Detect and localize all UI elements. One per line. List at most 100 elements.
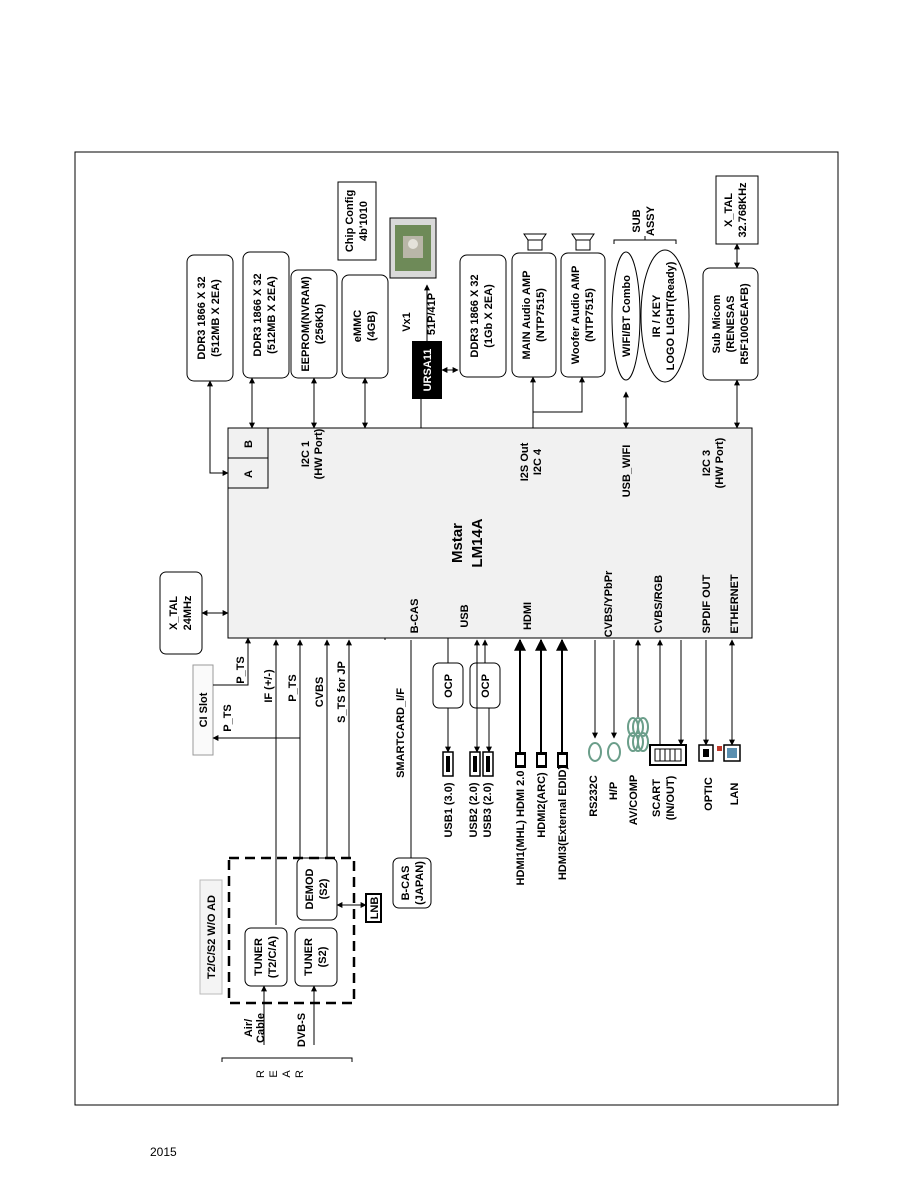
woofer-audio-amp-label: Woofer Audio AMP	[570, 266, 582, 365]
main-chip-name: Mstar	[449, 523, 466, 563]
bcas-japan	[392, 857, 432, 909]
label-i2c1: I2C 1	[300, 441, 312, 467]
hdmi1-label: HDMI1(MHL) HDMI 2.0	[515, 771, 527, 886]
tuner-module-title	[199, 879, 223, 995]
if-label: IF (+/-)	[263, 669, 275, 703]
emmc	[341, 274, 389, 379]
label-bcas: B-CAS	[409, 599, 421, 634]
scart-inout-label: (IN/OUT)	[665, 775, 677, 820]
vx1-pins: 51P/41P	[426, 293, 438, 335]
p-ts-label-3: P_TS	[287, 674, 299, 702]
label-cvbs-rgb: CVBS/RGB	[653, 575, 665, 633]
hdmi2-label: HDMI2(ARC)	[536, 772, 548, 838]
chip-config	[337, 181, 377, 261]
dvbs-label: DVB-S	[296, 1013, 308, 1047]
label-hdmi: HDMI	[522, 602, 534, 630]
rear-letter: R	[255, 1070, 267, 1078]
ddr-b-label: DDR3 1866 X 32	[252, 273, 264, 356]
smartcard-label: SMARTCARD_I/F	[395, 688, 407, 778]
tuner-t2ca-type: (T2/C/A)	[267, 936, 279, 979]
s-ts-label: S_TS for JP	[336, 661, 348, 723]
av-comp-jacks-icon	[627, 717, 649, 752]
demod-s2	[296, 857, 338, 921]
speaker-icon	[571, 233, 595, 251]
usb3-label: USB3 (2.0)	[482, 782, 494, 837]
hp-label: H/P	[608, 782, 620, 800]
ddr-b	[242, 251, 290, 379]
woofer-audio-amp	[560, 252, 606, 378]
xtal-24mhz-label: X_TAL	[168, 596, 180, 630]
demod-s2-type: (S2)	[318, 878, 330, 899]
rear-letter: A	[281, 1070, 293, 1078]
tuner-s2-type: (S2)	[317, 946, 329, 967]
label-i2c3-hw: (HW Port)	[714, 437, 726, 488]
xtal-32khz-freq: 32.768KHz	[737, 182, 749, 238]
ir-key-label: IR / KEY	[651, 294, 663, 337]
demod-s2-label: DEMOD	[304, 868, 316, 909]
ursa11-label: URSA11	[422, 349, 434, 392]
usb1-label: USB1 (3.0)	[443, 782, 455, 837]
xtal-24mhz-freq: 24MHz	[182, 595, 194, 630]
sub-micom-label: Sub Micom	[711, 294, 723, 353]
label-usb: USB	[459, 604, 471, 627]
avcomp-label: AV/COMP	[628, 775, 640, 826]
rs232c-jack-icon	[588, 742, 602, 762]
ddr-ursa-label: DDR3 1866 X 32	[469, 274, 481, 357]
ocp-2-label: OCP	[480, 674, 492, 698]
xtal-32khz-label: X_TAL	[723, 193, 735, 227]
usb-port-icon	[442, 751, 454, 777]
scart-label: SCART	[651, 779, 663, 817]
label-i2c3: I2C 3	[701, 450, 713, 476]
speaker-icon	[523, 233, 547, 251]
lan-label: LAN	[729, 783, 741, 806]
sub-assy-label-2: ASSY	[645, 205, 657, 236]
tuner-t2ca-label: TUNER	[253, 938, 265, 976]
tuner-module	[227, 856, 356, 1005]
rear-letter: R	[294, 1070, 306, 1078]
bcas-japan-label: B-CAS	[400, 866, 412, 901]
lnb-label: LNB	[369, 897, 381, 920]
scart-connector-icon	[649, 744, 687, 766]
lnb	[365, 893, 382, 923]
rs232c-label: RS232C	[588, 775, 600, 817]
ddr-b-size: (512MB X 2EA)	[266, 276, 278, 354]
emmc-size: (4GB)	[366, 311, 378, 341]
ddr-ursa-size: (1Gb X 2EA)	[483, 284, 495, 348]
label-cvbs-ypbpr: CVBS/YPbPr	[603, 570, 615, 637]
main-chip	[227, 427, 753, 639]
p-ts-label-2: P_TS	[222, 704, 234, 732]
label-i2c4: I2C 4	[532, 448, 544, 475]
wifi-bt-combo	[611, 251, 641, 381]
sub-micom-part: R5F100GEAFB)	[739, 283, 751, 365]
optic-port-icon	[698, 744, 714, 762]
sub-assy-label: SUB	[631, 209, 643, 232]
chip-config-value: 4b'1010	[358, 201, 370, 241]
air-cable-label: Air/	[243, 1019, 255, 1037]
label-ethernet: ETHERNET	[729, 574, 741, 634]
main-audio-amp-label: MAIN Audio AMP	[521, 270, 533, 359]
main-chip-model: LM14A	[469, 518, 486, 567]
tuner-module-label: T2/C/S2 W/O AD	[206, 895, 218, 979]
label-spdif: SPDIF OUT	[701, 574, 713, 633]
label-usb-wifi: USB_WIFI	[621, 445, 633, 498]
eeprom-size: (256Kb)	[314, 303, 326, 344]
chip-config-label: Chip Config	[344, 190, 356, 252]
tuner-t2ca	[244, 927, 288, 987]
p-ts-label-1: P_TS	[235, 656, 247, 684]
usb-port-icon	[482, 751, 494, 777]
usb-port-icon	[469, 751, 481, 777]
port-a-label: A	[243, 470, 255, 478]
rear-bracket	[221, 1057, 353, 1062]
sub-micom-maker: (RENESAS	[725, 296, 737, 353]
xtal-24mhz	[159, 571, 203, 655]
diagram-frame	[74, 151, 839, 1106]
ddr-a-size: (512MB X 2EA)	[210, 279, 222, 357]
logo-light-label: LOGO LIGHT(Ready)	[665, 261, 677, 370]
label-i2c1-hw: (HW Port)	[313, 428, 325, 479]
headphone-jack-icon	[607, 742, 621, 762]
tuner-s2-label: TUNER	[303, 938, 315, 976]
page-footer-year: 2015	[150, 1145, 177, 1159]
ddr-ursa	[459, 254, 507, 378]
sub-assy-bracket	[613, 236, 677, 244]
vx1-label: Vx1	[401, 312, 413, 332]
